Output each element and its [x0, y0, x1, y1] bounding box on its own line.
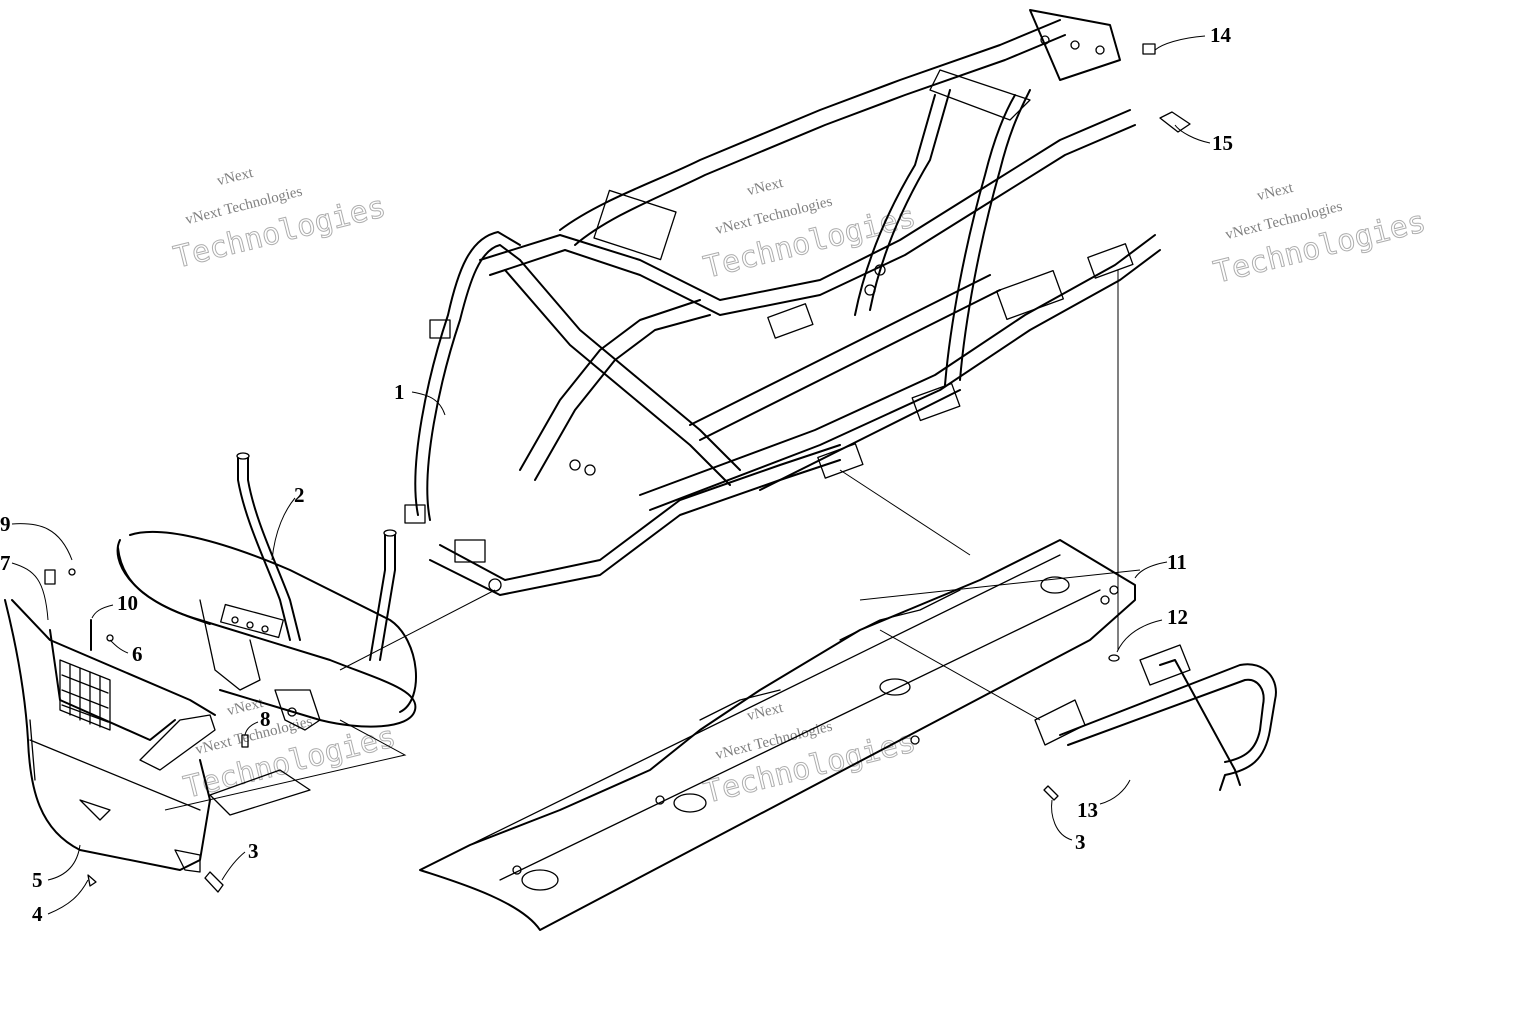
callout-7: 7: [0, 551, 11, 575]
watermark-5: vNext vNext Technologies Technologies: [700, 700, 920, 811]
callout-12: 12: [1167, 605, 1188, 629]
callout-labels: 1 2 3 3 4 5 6 7 8 9 10 11 12 13 14 15: [0, 23, 1233, 926]
callout-2: 2: [294, 483, 305, 507]
svg-text:vNext: vNext: [745, 700, 785, 725]
callout-6: 6: [132, 642, 143, 666]
svg-text:vNext: vNext: [215, 165, 255, 190]
callout-3a: 3: [248, 839, 259, 863]
watermark-4: vNext vNext Technologies Technologies: [180, 695, 400, 806]
svg-text:vNext: vNext: [1255, 180, 1295, 205]
callout-9: 9: [0, 512, 11, 536]
callout-13: 13: [1077, 798, 1098, 822]
callout-11: 11: [1167, 550, 1187, 574]
footrest-bar: [1034, 644, 1277, 791]
callout-1: 1: [394, 380, 405, 404]
front-fascia: [4, 599, 311, 873]
callout-14: 14: [1210, 23, 1232, 47]
main-frame: [404, 9, 1161, 596]
callout-10: 10: [117, 591, 138, 615]
callout-3b: 3: [1075, 830, 1086, 854]
svg-text:vNext: vNext: [745, 175, 785, 200]
watermark-1: vNext vNext Technologies Technologies: [170, 165, 390, 276]
front-bumper: [116, 452, 417, 731]
callout-15: 15: [1212, 131, 1233, 155]
callout-5: 5: [32, 868, 43, 892]
watermark-3: vNext vNext Technologies Technologies: [1210, 180, 1430, 291]
skid-plate: [419, 539, 1136, 931]
leader-lines: [11, 35, 1211, 915]
hardware: [44, 43, 1191, 893]
callout-8: 8: [260, 707, 271, 731]
callout-4: 4: [32, 902, 43, 926]
